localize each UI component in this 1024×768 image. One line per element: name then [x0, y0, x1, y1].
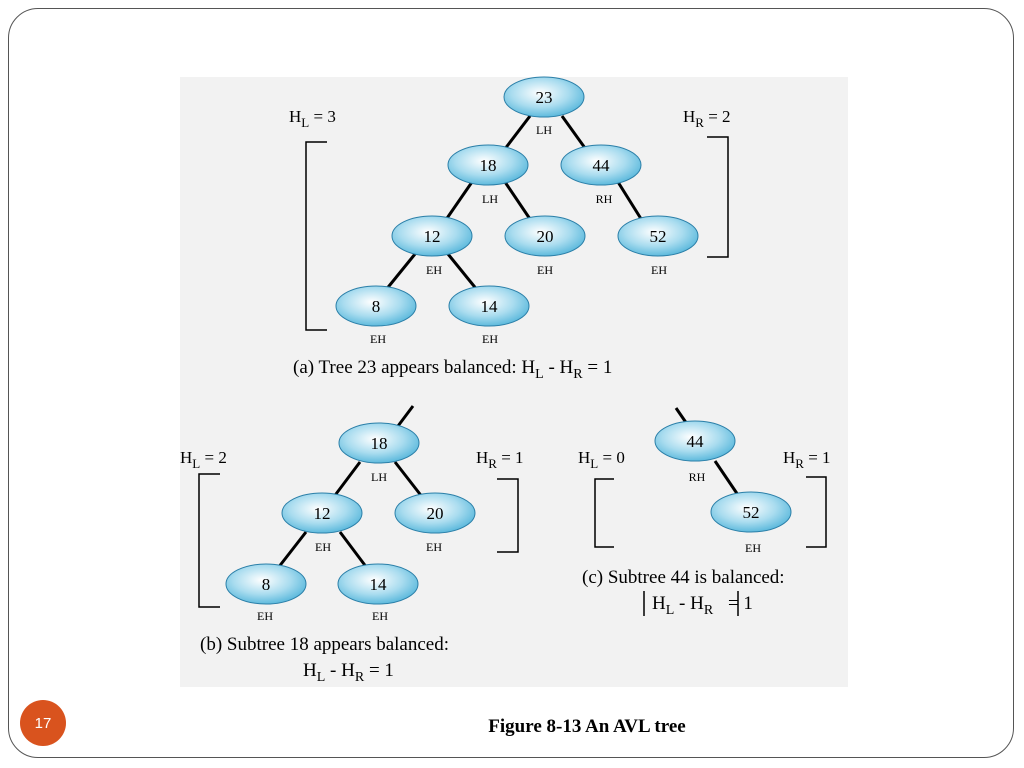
svg-text:18: 18: [371, 434, 388, 453]
balance-label: EH: [537, 263, 553, 277]
balance-label: EH: [745, 541, 761, 555]
balance-label: EH: [315, 540, 331, 554]
panel-c-right-bracket: [806, 476, 827, 548]
svg-text:52: 52: [650, 227, 667, 246]
panel-b-right-bracket: [497, 478, 519, 553]
balance-label: LH: [536, 123, 552, 137]
panel-b-left-bracket: [198, 473, 220, 608]
svg-text:14: 14: [370, 575, 388, 594]
node-12: 12 EH: [391, 215, 473, 277]
figure-caption: Figure 8-13 An AVL tree: [488, 716, 686, 737]
balance-label: RH: [596, 192, 613, 206]
panel-a-hl-label: HL = 3: [289, 107, 336, 130]
panel-b: HL = 2 HR = 1 18 LH 12 EH 20 EH 8 EH 14 …: [180, 405, 524, 685]
svg-text:20: 20: [537, 227, 554, 246]
svg-text:12: 12: [424, 227, 441, 246]
node-23: 23 LH: [503, 76, 585, 137]
node-20: 20 EH: [394, 492, 476, 554]
panel-a: HL = 3 HR = 2 23 LH 18 LH 44 RH 12 EH 20…: [289, 76, 731, 382]
balance-label: LH: [371, 470, 387, 484]
panel-c-caption-line1: (c) Subtree 44 is balanced:: [582, 567, 785, 588]
svg-text:8: 8: [262, 575, 271, 594]
panel-c: HL = 0 HR = 1 44 RH 52 EH (c) Subtree 44…: [578, 407, 831, 618]
balance-label: EH: [482, 332, 498, 346]
panel-a-right-bracket: [707, 136, 729, 258]
balance-label: EH: [370, 332, 386, 346]
svg-text:44: 44: [593, 156, 611, 175]
panel-b-caption-line2: HL - HR = 1: [303, 660, 394, 685]
node-44: 44 RH: [654, 420, 736, 484]
svg-text:23: 23: [536, 88, 553, 107]
panel-a-edges: [383, 115, 645, 292]
node-8: 8 EH: [225, 563, 307, 623]
balance-label: EH: [372, 609, 388, 623]
node-52: 52 EH: [710, 491, 792, 555]
node-12: 12 EH: [281, 492, 363, 554]
panel-a-caption: (a) Tree 23 appears balanced: HL - HR = …: [293, 357, 612, 382]
panel-b-caption-line1: (b) Subtree 18 appears balanced:: [200, 634, 449, 655]
panel-c-left-bracket: [594, 478, 614, 548]
svg-text:8: 8: [372, 297, 381, 316]
panel-b-hr-label: HR = 1: [476, 448, 524, 471]
panel-c-caption-line2: HL - HR = 1: [652, 593, 753, 618]
svg-text:20: 20: [427, 504, 444, 523]
panel-c-hl-label: HL = 0: [578, 448, 625, 471]
balance-label: EH: [426, 263, 442, 277]
page-number-badge: 17: [20, 700, 66, 746]
balance-label: LH: [482, 192, 498, 206]
node-8: 8 EH: [335, 285, 417, 346]
svg-text:44: 44: [687, 432, 705, 451]
svg-text:12: 12: [314, 504, 331, 523]
node-44: 44 RH: [560, 144, 642, 206]
svg-text:14: 14: [481, 297, 499, 316]
balance-label: EH: [651, 263, 667, 277]
panel-c-hr-label: HR = 1: [783, 448, 831, 471]
node-18: 18 LH: [447, 144, 529, 206]
panel-a-left-bracket: [305, 141, 327, 331]
panel-b-hl-label: HL = 2: [180, 448, 227, 471]
node-14: 14 EH: [337, 563, 419, 623]
svg-text:52: 52: [743, 503, 760, 522]
node-14: 14 EH: [448, 285, 530, 346]
node-52: 52 EH: [617, 215, 699, 277]
balance-label: RH: [689, 470, 706, 484]
svg-text:18: 18: [480, 156, 497, 175]
panel-b-edges: [276, 405, 425, 569]
panel-a-hr-label: HR = 2: [683, 107, 731, 130]
node-20: 20 EH: [504, 215, 586, 277]
node-18: 18 LH: [338, 422, 420, 484]
balance-label: EH: [426, 540, 442, 554]
balance-label: EH: [257, 609, 273, 623]
